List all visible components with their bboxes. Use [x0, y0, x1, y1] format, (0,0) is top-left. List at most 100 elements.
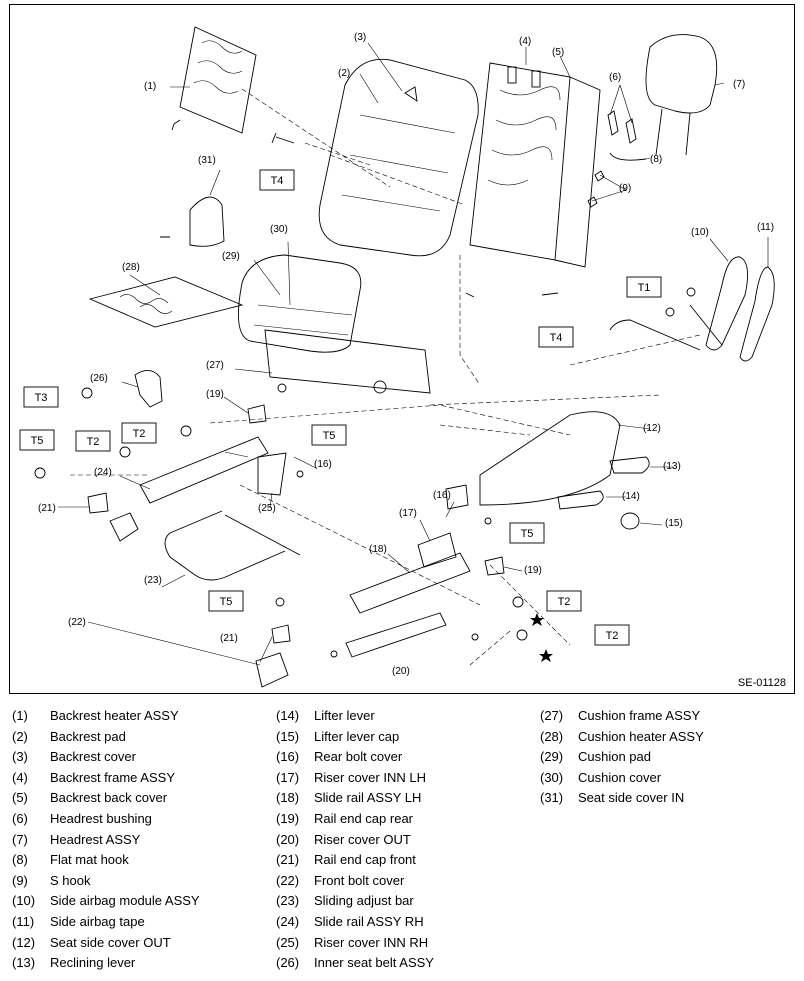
callout-7: (7)	[733, 79, 745, 90]
legend-item: (6)Headrest bushing	[12, 810, 152, 826]
legend-item: (2)Backrest pad	[12, 728, 126, 744]
legend-item: (21)Rail end cap front	[276, 852, 416, 868]
callout-10: (10)	[691, 227, 709, 238]
torque-tag-t3: T3	[35, 392, 48, 404]
torque-tag-box	[23, 386, 59, 408]
legend-item: (7)Headrest ASSY	[12, 831, 141, 847]
callout-28: (28)	[122, 262, 140, 273]
callout-20: (20)	[392, 666, 410, 677]
callout-14: (14)	[622, 491, 640, 502]
legend-item: (22)Front bolt cover	[276, 872, 405, 888]
callout-2: (2)	[338, 68, 350, 79]
sliding-adjust-bar-part	[164, 510, 301, 581]
legend-item: (12)Seat side cover OUT	[12, 934, 171, 950]
legend-item: (20)Riser cover OUT	[276, 831, 411, 847]
headrest-bushing-part	[607, 110, 637, 144]
legend-item: (24)Slide rail ASSY RH	[276, 913, 424, 929]
torque-tag-t2-left: T2	[87, 436, 100, 448]
torque-tag-t4-recliner: T4	[550, 332, 563, 344]
legend-item: (16)Rear bolt cover	[276, 749, 403, 765]
legend-item: (26)Inner seat belt ASSY	[276, 955, 434, 971]
diagram-code: SE-01128	[737, 677, 786, 689]
diagram-drawing: (1) (2) (3) (4) (5) (6) (7) (8) (9) (10)…	[19, 26, 775, 688]
torque-tag-t2-lower: T2	[606, 630, 619, 642]
backrest-cover-part	[318, 58, 479, 257]
torque-tag-box	[509, 522, 545, 544]
torque-tag-box	[538, 326, 574, 348]
callout-8: (8)	[650, 154, 662, 165]
legend-item: (8)Flat mat hook	[12, 852, 129, 868]
callout-4: (4)	[519, 36, 531, 47]
callout-17: (17)	[399, 508, 417, 519]
torque-tag-box	[259, 169, 295, 191]
backrest-back-cover-part	[554, 76, 601, 268]
callout-18: (18)	[369, 544, 387, 555]
torque-tag-box	[121, 422, 157, 444]
legend-column-3: (27)Cushion frame ASSY (28)Cushion heate…	[540, 706, 704, 809]
callout-13: (13)	[663, 461, 681, 472]
torque-tag-t1: T1	[638, 282, 651, 294]
torque-tag-t5-left: T5	[31, 435, 44, 447]
callout-16b: (16)	[433, 490, 451, 501]
callout-16a: (16)	[314, 459, 332, 470]
torque-tag-box	[311, 424, 347, 446]
legend-item: (11)Side airbag tape	[12, 913, 145, 929]
torque-tag-t5-lower: T5	[220, 596, 233, 608]
torque-tag-box	[594, 624, 630, 646]
callout-19a: (19)	[206, 389, 224, 400]
legend-item: (27)Cushion frame ASSY	[540, 708, 701, 723]
seat-side-cover-out-part	[479, 411, 621, 506]
slide-rail-rh-part	[139, 436, 269, 504]
torque-tag-box	[75, 430, 111, 452]
torque-tag-box	[546, 590, 582, 612]
legend-item: (1)Backrest heater ASSY	[12, 708, 179, 723]
callout-29: (29)	[222, 251, 240, 262]
callout-27: (27)	[206, 360, 224, 371]
legend-item: (25)Riser cover INN RH	[276, 934, 429, 950]
torque-tag-t4-backrest: T4	[271, 175, 284, 187]
legend-item: (19)Rail end cap rear	[276, 810, 413, 826]
legend-item: (29)Cushion pad	[540, 749, 651, 765]
exploded-diagram: (1) (2) (3) (4) (5) (6) (7) (8) (9) (10)…	[9, 4, 795, 694]
callout-21b: (21)	[220, 633, 238, 644]
torque-tag-box	[19, 429, 55, 451]
legend-item: (10)Side airbag module ASSY	[12, 893, 200, 909]
callout-9: (9)	[619, 183, 631, 194]
callout-19b: (19)	[524, 565, 542, 576]
legend-item: (9)S hook	[12, 872, 91, 888]
legend-item: (3)Backrest cover	[12, 749, 136, 765]
torque-tag-t2-belt: T2	[133, 428, 146, 440]
callout-30: (30)	[270, 224, 288, 235]
cushion-frame-part	[264, 329, 431, 394]
callout-22: (22)	[68, 617, 86, 628]
torque-tag-box	[208, 590, 244, 612]
legend-item: (30)Cushion cover	[540, 769, 662, 785]
callout-12: (12)	[643, 423, 661, 434]
callout-6: (6)	[609, 72, 621, 83]
callout-11: (11)	[757, 222, 774, 233]
legend-column-2: (14)Lifter lever (15)Lifter lever cap (1…	[276, 706, 434, 974]
legend-item: (14)Lifter lever	[276, 708, 375, 723]
callout-15: (15)	[665, 518, 683, 529]
legend-item: (23)Sliding adjust bar	[276, 893, 414, 909]
legend-item: (4)Backrest frame ASSY	[12, 769, 175, 785]
callout-23: (23)	[144, 575, 162, 586]
legend-item: (31)Seat side cover IN	[540, 790, 685, 806]
torque-tag-t5-riser: T5	[521, 528, 534, 540]
seat-side-cover-in-part	[189, 196, 225, 247]
side-airbag-part	[705, 256, 749, 351]
torque-tag-box	[626, 276, 662, 298]
slide-rail-lh-part	[349, 552, 471, 614]
legend-item: (28)Cushion heater ASSY	[540, 728, 704, 744]
cushion-cover-part	[237, 254, 362, 353]
backrest-heater-part	[179, 26, 257, 134]
callout-25: (25)	[258, 503, 276, 514]
legend-item: (13)Reclining lever	[12, 955, 136, 971]
headrest-part	[645, 34, 718, 114]
callout-31: (31)	[198, 155, 216, 166]
legend-item: (15)Lifter lever cap	[276, 728, 400, 744]
callout-21a: (21)	[38, 503, 56, 514]
legend-column-1: (1)Backrest heater ASSY (2)Backrest pad …	[12, 706, 200, 974]
callout-1: (1)	[144, 81, 156, 92]
torque-tag-t5-center: T5	[323, 430, 336, 442]
